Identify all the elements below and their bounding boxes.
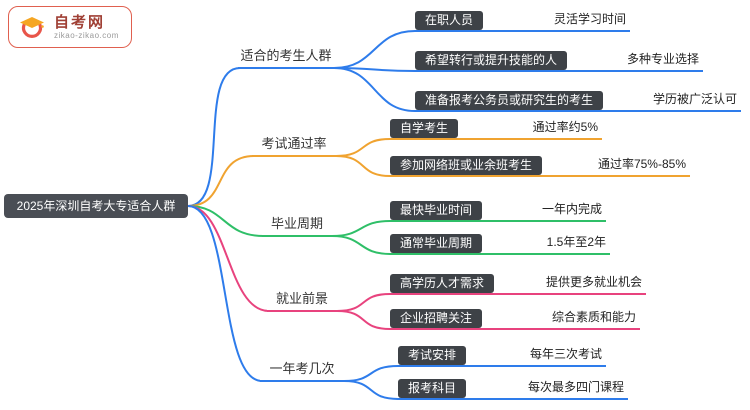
node-value: 1.5年至2年: [546, 235, 606, 249]
mindmap-row: 企业招聘关注 综合素质和能力: [390, 306, 640, 330]
mindmap-row: 希望转行或提升技能的人 多种专业选择: [415, 48, 703, 72]
site-logo[interactable]: 自考网 zikao-zikao.com: [8, 6, 132, 48]
branch2-connectors: [187, 138, 391, 207]
node-key: 自学考生: [390, 119, 459, 138]
mindmap-row: 通常毕业周期 1.5年至2年: [390, 231, 610, 255]
node-key: 希望转行或提升技能的人: [415, 51, 568, 70]
node-value: 通过率75%-85%: [597, 157, 686, 171]
branch5-connectors: [187, 205, 399, 400]
node-key: 最快毕业时间: [390, 201, 483, 220]
branch1-connectors: [187, 30, 416, 207]
mindmap-row: 准备报考公务员或研究生的考生 学历被广泛认可: [415, 88, 741, 112]
node-key: 准备报考公务员或研究生的考生: [415, 91, 604, 110]
node-value: 提供更多就业机会: [545, 275, 642, 289]
branch4-connectors: [187, 205, 391, 330]
node-value: 通过率约5%: [532, 120, 598, 134]
mindmap-row: 报考科目 每次最多四门课程: [398, 376, 628, 400]
mindmap-row: 在职人员 灵活学习时间: [415, 8, 630, 32]
node-key: 企业招聘关注: [390, 309, 483, 328]
node-value: 一年内完成: [541, 202, 602, 216]
node-value: 多种专业选择: [626, 52, 699, 66]
branch-label-pass-rate: 考试通过率: [252, 133, 336, 157]
graduation-cap-icon: [20, 17, 44, 38]
node-key: 通常毕业周期: [390, 234, 483, 253]
mindmap-row: 考试安排 每年三次考试: [398, 343, 606, 367]
mindmap-row: 参加网络班或业余班考生 通过率75%-85%: [390, 153, 690, 177]
node-key: 报考科目: [398, 379, 467, 398]
logo-domain: zikao-zikao.com: [54, 31, 119, 41]
node-key: 考试安排: [398, 346, 467, 365]
node-value: 灵活学习时间: [553, 12, 626, 26]
mindmap-row: 自学考生 通过率约5%: [390, 116, 602, 140]
node-key: 在职人员: [415, 11, 484, 30]
node-key: 高学历人才需求: [390, 274, 495, 293]
mindmap-row: 高学历人才需求 提供更多就业机会: [390, 271, 646, 295]
root-node: 2025年深圳自考大专适合人群: [4, 194, 188, 218]
node-value: 学历被广泛认可: [652, 92, 737, 106]
branch-label-employment-prospects: 就业前景: [267, 288, 337, 312]
logo-name: 自考网: [54, 13, 106, 31]
branch-label-suitable-groups: 适合的考生人群: [238, 45, 334, 69]
branch-label-graduation-cycle: 毕业周期: [262, 213, 332, 237]
node-value: 每次最多四门课程: [527, 380, 624, 394]
node-value: 综合素质和能力: [551, 310, 636, 324]
node-value: 每年三次考试: [529, 347, 602, 361]
branch3-connectors: [187, 205, 391, 255]
logo-text-block: 自考网 zikao-zikao.com: [54, 14, 119, 40]
branch-label-exams-per-year: 一年考几次: [260, 358, 344, 382]
node-key: 参加网络班或业余班考生: [390, 156, 543, 175]
mindmap-row: 最快毕业时间 一年内完成: [390, 198, 606, 222]
